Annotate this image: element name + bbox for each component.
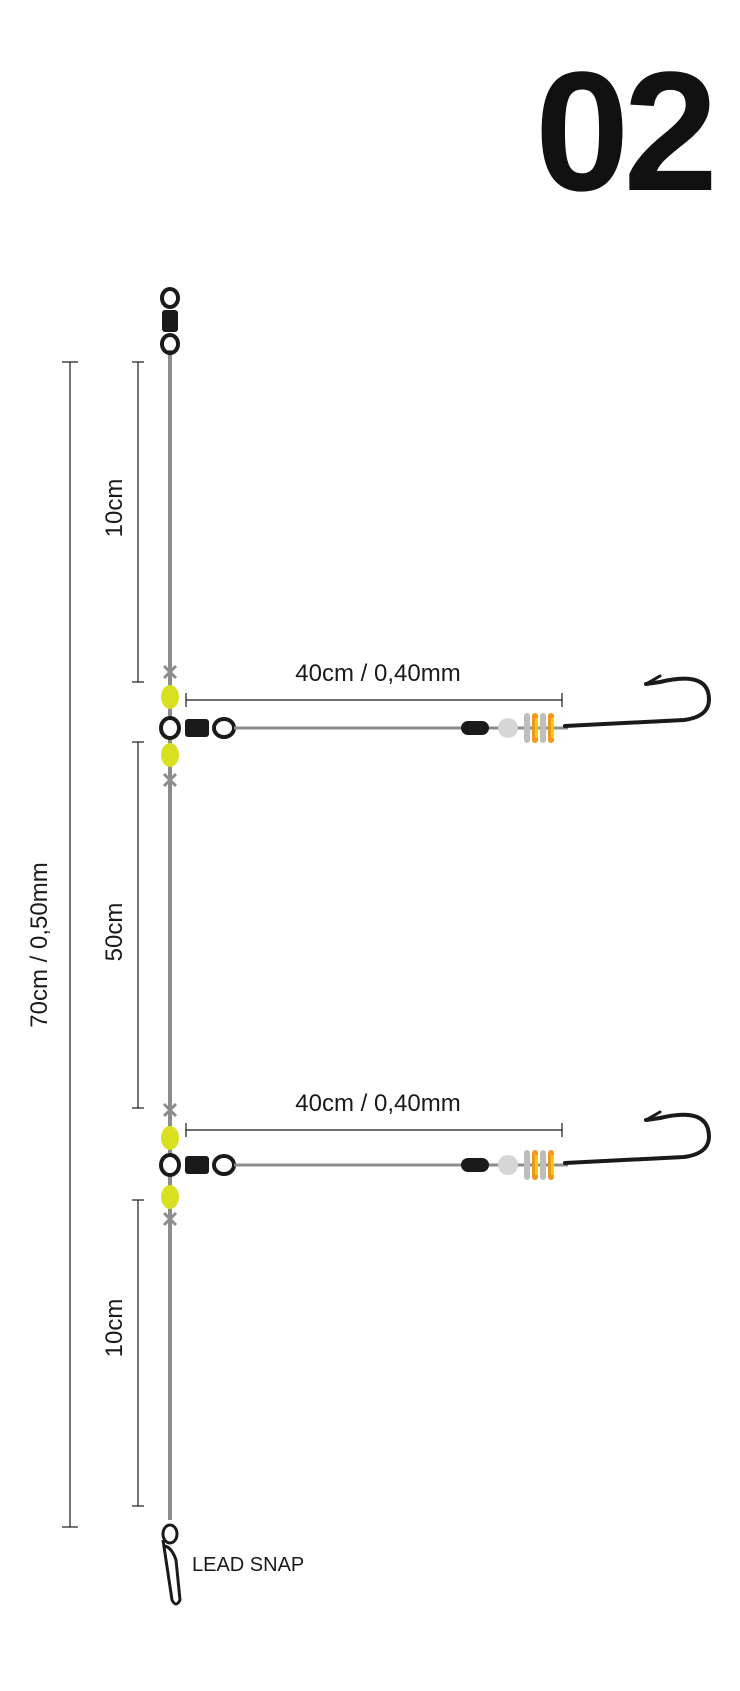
top-segment-label: 10cm [101,479,128,538]
middle-segment-label: 50cm [101,903,128,962]
lower-swivel [159,1153,236,1177]
lower-stop-knot-bottom [162,1211,178,1227]
upper-dropper-dimension-line [185,693,563,707]
lower-white-bead [498,1155,518,1175]
upper-bead-bottom [161,743,179,767]
upper-bead-top [161,685,179,709]
lower-hook [563,1110,711,1165]
upper-dropper-label: 40cm / 0,40mm [295,660,460,687]
upper-white-bead [498,718,518,738]
upper-swivel [159,716,236,740]
bottom-segment-dimension-line [132,1199,144,1507]
lower-bead-bottom [161,1185,179,1209]
lead-snap [161,1523,182,1606]
middle-segment-dimension-line [132,741,144,1109]
upper-stop-knot-bottom [162,772,178,788]
lower-dropper-label: 40cm / 0,40mm [295,1090,460,1117]
bottom-segment-label: 10cm [101,1299,128,1358]
upper-flasher-discs [524,713,554,743]
top-swivel [160,287,180,355]
lower-stop-knot-top [162,1102,178,1118]
upper-hook [563,674,711,728]
upper-stop-knot-top [162,664,178,680]
lower-dropper-dimension-line [185,1123,563,1137]
lead-snap-label: LEAD SNAP [192,1554,304,1576]
rig-number: 02 [535,37,712,227]
lower-flasher-discs [524,1150,554,1180]
lower-bead-top [161,1126,179,1150]
upper-crimp [461,721,489,735]
lower-crimp [461,1158,489,1172]
total-dimension-line [62,361,78,1528]
top-segment-dimension-line [132,361,144,683]
total-dimension-label: 70cm / 0,50mm [26,862,53,1027]
